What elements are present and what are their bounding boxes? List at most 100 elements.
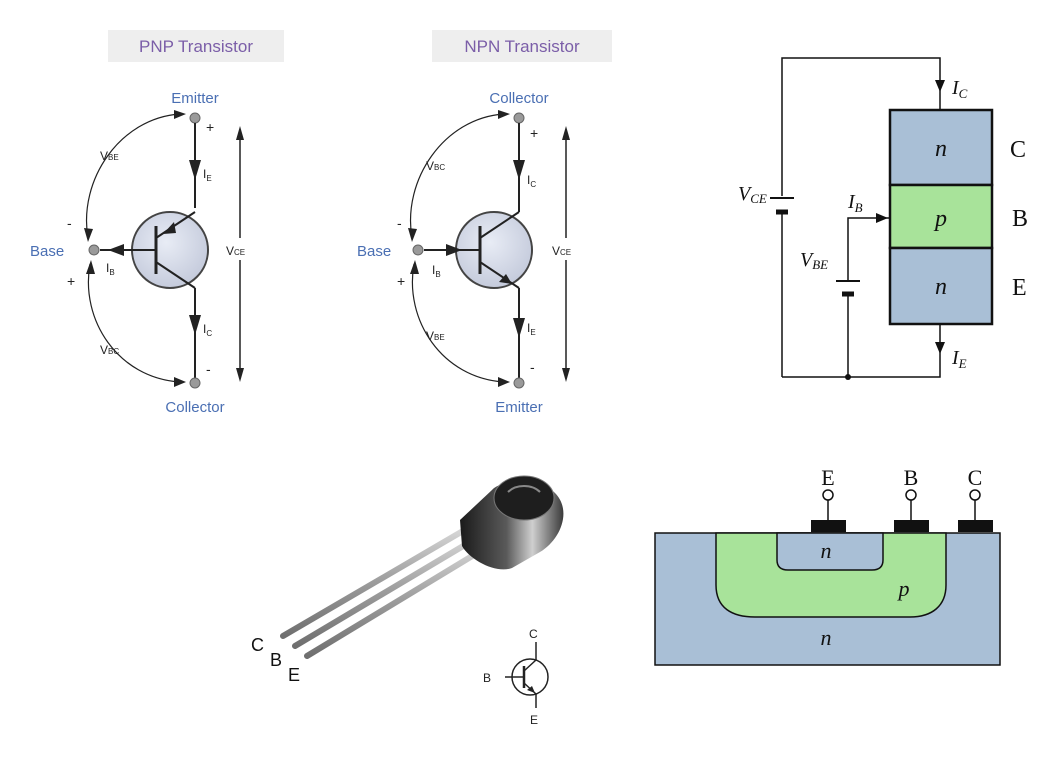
pnp-base-label: Base	[30, 243, 64, 260]
pnp-vbe-label: VBE	[100, 149, 119, 163]
npn-emitter-terminal	[513, 377, 525, 389]
pnp-minus-left: -	[67, 215, 72, 231]
npn-base-label: Base	[357, 243, 391, 260]
symbol-emitter-arrow	[527, 686, 535, 693]
circuit-c-label: C	[1010, 137, 1026, 163]
circuit-junction-dot	[845, 374, 851, 380]
npn-vce-arrow-top	[562, 126, 570, 140]
circuit-ic-label: IC	[951, 77, 968, 101]
cross-substrate-label: n	[821, 625, 832, 650]
pnp-ic-arrow	[189, 315, 201, 335]
cross-collector-terminal	[969, 489, 981, 501]
npn-ic-label: IC	[527, 173, 536, 189]
npn-emitter-label: Emitter	[495, 399, 543, 416]
package-lead-b	[292, 533, 483, 649]
pnp-ie-arrow	[189, 160, 201, 180]
pnp-emitter-label: Emitter	[171, 90, 219, 107]
pnp-plus-top: +	[206, 119, 214, 135]
pnp-ib-label: IB	[106, 261, 115, 277]
pnp-vbe-arrow-bottom	[84, 228, 93, 242]
npn-vbe-arrow-bottom	[498, 377, 510, 387]
pnp-vbc-curve	[87, 263, 181, 383]
cross-emitter-contact	[811, 520, 846, 532]
npn-title: NPN Transistor	[464, 37, 580, 56]
circuit-e-label: E	[1012, 275, 1027, 301]
npn-plus-top: +	[530, 125, 538, 141]
pnp-emitter-arrow	[163, 222, 176, 234]
cross-base-region	[715, 532, 947, 618]
npn-ic-arrow	[513, 160, 525, 180]
npn-vbe-arrow-top	[410, 260, 419, 274]
pnp-collector-line	[155, 261, 196, 289]
pnp-ib-arrow	[108, 244, 124, 256]
cross-b-label: B	[904, 465, 919, 490]
npn-vbe-curve	[411, 263, 505, 383]
npn-collector-label: Collector	[489, 90, 548, 107]
cross-emitter-label: n	[821, 538, 832, 563]
npn-collector-line	[479, 211, 520, 239]
circuit-layer-mid-label: p	[933, 206, 947, 232]
npn-vbc-arrow-top	[498, 110, 510, 119]
npn-title-background	[432, 30, 612, 62]
pnp-vce-label: VCE	[226, 244, 245, 258]
circuit-ie-label: IE	[951, 347, 967, 371]
circuit-base-wire	[847, 217, 890, 280]
pnp-plus-left: +	[67, 273, 75, 289]
symbol-e-label: E	[530, 713, 538, 727]
cross-e-label: E	[821, 465, 834, 490]
npn-vbc-arrow-bottom	[408, 228, 417, 242]
npn-ie-arrow	[513, 318, 525, 338]
pnp-transistor-diagram: PNP Transistor Emitter + IE Base IB - + …	[30, 30, 284, 416]
circuit-collector-layer	[888, 108, 994, 187]
pnp-ie-label: IE	[203, 167, 212, 183]
circuit-layer-top-label: n	[935, 136, 947, 162]
package-pin-b-label: B	[270, 650, 282, 670]
cross-base-contact	[894, 520, 929, 532]
circuit-emitter-layer	[888, 246, 994, 326]
pnp-collector-label: Collector	[165, 399, 224, 416]
package-lead-c	[280, 525, 471, 639]
npn-emitter-arrow	[499, 274, 512, 284]
pnp-base-terminal	[88, 244, 100, 256]
pnp-collector-terminal	[189, 377, 201, 389]
circuit-base-layer	[888, 183, 994, 250]
npn-ib-arrow	[446, 244, 462, 256]
pnp-vce-label-bg	[224, 238, 258, 260]
pnp-ic-label: IC	[203, 322, 212, 338]
npn-vce-label: VCE	[552, 244, 571, 258]
npn-ie-label: IE	[527, 321, 536, 337]
pnp-vbc-arrow-bottom	[174, 377, 186, 387]
planar-cross-section: n p n E B C	[654, 465, 1001, 666]
pnp-vbc-label: VBC	[100, 343, 119, 357]
pnp-vce-arrow-top	[236, 126, 244, 140]
cross-emitter-region	[776, 532, 884, 571]
cross-collector-contact	[958, 520, 993, 532]
npn-schematic-symbol: C B E	[483, 627, 549, 727]
pnp-vbc-arrow-top	[86, 260, 95, 274]
pnp-vbe-curve	[86, 113, 181, 239]
cross-base-terminal	[905, 489, 917, 501]
npn-collector-terminal	[513, 112, 525, 124]
circuit-ib-label: IB	[847, 191, 863, 215]
npn-base-terminal	[412, 244, 424, 256]
pnp-emitter-line	[155, 211, 196, 239]
npn-bias-circuit: n p n C B E IC VCE IB VBE IE	[738, 57, 1028, 380]
cross-emitter-terminal	[822, 489, 834, 501]
pnp-minus-bottom: -	[206, 361, 211, 377]
package-pin-c-label: C	[251, 635, 264, 655]
npn-minus-bottom: -	[530, 359, 535, 375]
npn-emitter-line	[479, 261, 520, 289]
to92-package-illustration: C B E	[251, 475, 564, 685]
symbol-c-label: C	[529, 627, 538, 641]
npn-transistor-diagram: NPN Transistor Collector + IC Base IB - …	[357, 30, 612, 416]
package-lead-e	[304, 541, 495, 659]
circuit-b-label: B	[1012, 206, 1028, 232]
package-pin-e-label: E	[288, 665, 300, 685]
pnp-emitter-terminal	[189, 112, 201, 124]
circuit-emitter-wire	[782, 324, 941, 378]
circuit-ie-arrow	[935, 342, 945, 354]
symbol-b-label: B	[483, 671, 491, 685]
npn-vbe-label: VBE	[426, 329, 445, 343]
cross-base-label: p	[897, 576, 910, 601]
